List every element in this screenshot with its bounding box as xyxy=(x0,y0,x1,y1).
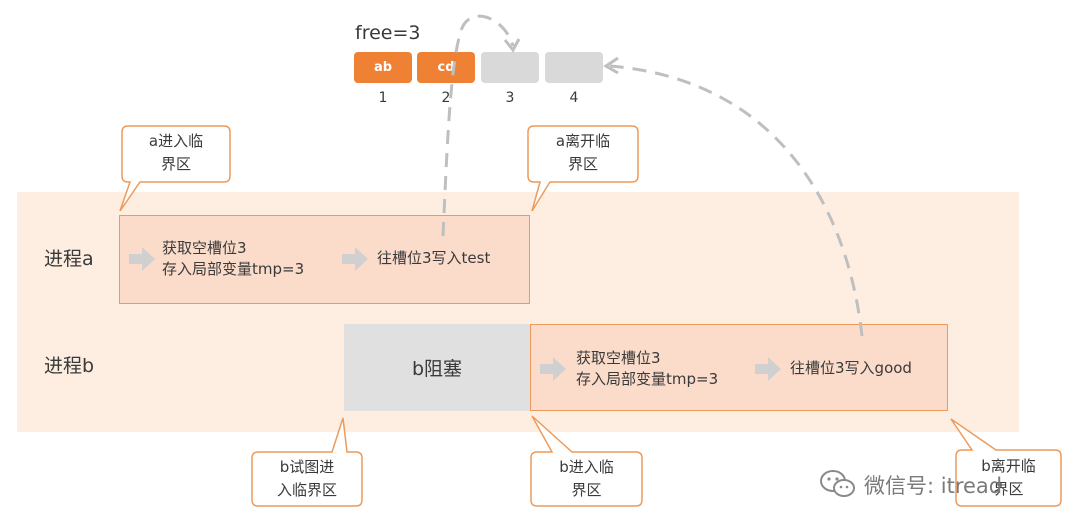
callout-b-try: b试图进 入临界区 xyxy=(252,456,362,502)
process-b-blocked-label: b阻塞 xyxy=(411,358,463,380)
process-a-critical-section xyxy=(119,215,530,304)
process-b-critical-section xyxy=(530,324,948,411)
process-b-step1: 获取空槽位3 存入局部变量tmp=3 xyxy=(576,348,718,390)
process-a-label: 进程a xyxy=(44,248,94,270)
callout-a-enter-line1: a进入临 xyxy=(148,132,204,150)
callout-b-enter-shape xyxy=(530,415,643,507)
process-b-step1-arrow-icon xyxy=(540,357,566,381)
process-a-step1-line1: 获取空槽位3 xyxy=(162,239,247,257)
callout-b-leave-line2: 界区 xyxy=(993,480,1024,498)
process-b-step2: 往槽位3写入good xyxy=(790,359,912,377)
dashed-arc-a-arrowhead-icon xyxy=(503,38,521,53)
callout-a-enter-shape xyxy=(119,125,231,212)
callout-b-enter-line1: b进入临 xyxy=(559,458,614,476)
callout-b-try-line1: b试图进 xyxy=(279,458,335,476)
slot-3 xyxy=(481,52,539,83)
slot-2: cd xyxy=(417,52,475,83)
free-counter: free=3 xyxy=(355,22,421,44)
process-a-step2: 往槽位3写入test xyxy=(377,249,491,267)
callout-b-try-shape xyxy=(251,417,363,507)
slot-number-3: 3 xyxy=(505,90,515,106)
slot-1: ab xyxy=(354,52,412,83)
slot-number-1: 1 xyxy=(378,90,388,106)
callout-b-enter-line2: 界区 xyxy=(571,481,602,499)
callout-a-leave-line2: 界区 xyxy=(567,155,598,173)
callout-a-leave-shape xyxy=(527,125,639,212)
callout-a-enter-line2: 界区 xyxy=(160,155,191,173)
callout-b-leave-shape xyxy=(950,418,1062,507)
callout-a-enter: a进入临 界区 xyxy=(122,130,230,176)
callout-a-leave: a离开临 界区 xyxy=(528,130,638,176)
process-b-label: 进程b xyxy=(44,355,95,377)
process-a-step2-arrow-icon xyxy=(342,247,368,271)
dashed-arc-b-to-slot xyxy=(609,64,864,337)
slot-number-2: 2 xyxy=(441,90,451,106)
wechat-icon xyxy=(820,470,855,497)
process-b-blocked: b阻塞 xyxy=(344,324,530,411)
callout-b-leave: b离开临 界区 xyxy=(956,455,1061,501)
callout-b-leave-line1: b离开临 xyxy=(981,457,1036,475)
process-a-step1-arrow-icon xyxy=(129,247,155,271)
callout-a-leave-line1: a离开临 xyxy=(555,132,611,150)
process-b-step1-line1: 获取空槽位3 xyxy=(576,349,661,367)
dashed-arc-a-to-slot3 xyxy=(441,14,515,237)
process-a-step1-line2: 存入局部变量tmp=3 xyxy=(162,260,305,278)
process-a-step1: 获取空槽位3 存入局部变量tmp=3 xyxy=(162,238,304,280)
dashed-arc-b-arrowhead-icon xyxy=(603,56,619,75)
callout-b-try-line2: 入临界区 xyxy=(276,481,337,499)
slot-number-4: 4 xyxy=(569,90,579,106)
process-b-step1-line2: 存入局部变量tmp=3 xyxy=(576,370,719,388)
watermark: 微信号: itread xyxy=(864,474,1003,498)
callout-b-enter: b进入临 界区 xyxy=(531,456,642,502)
slot-4 xyxy=(545,52,603,83)
process-b-step2-arrow-icon xyxy=(755,357,781,381)
